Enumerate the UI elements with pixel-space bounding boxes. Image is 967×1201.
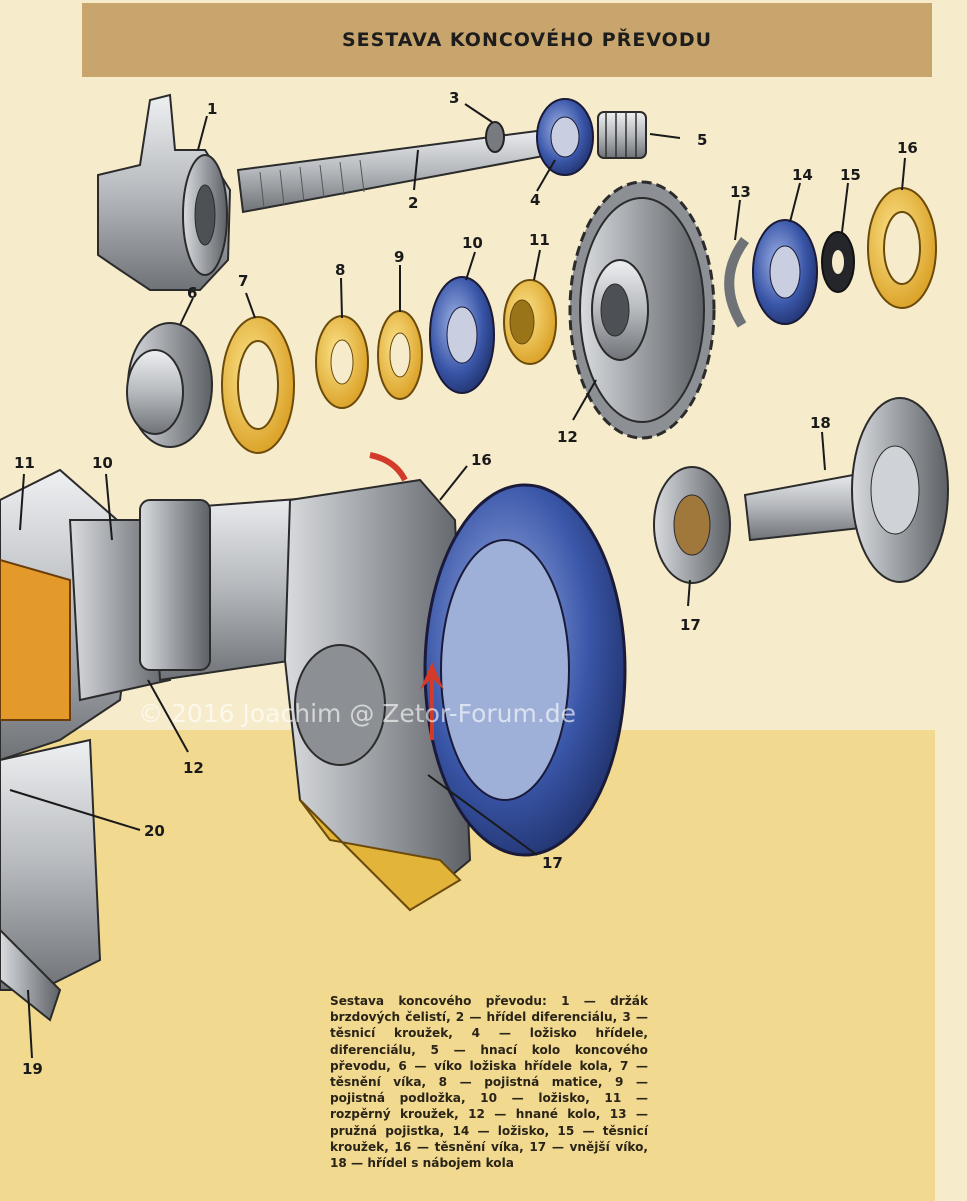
callout-4: 4 [530, 191, 540, 209]
callout-11: 11 [529, 231, 550, 249]
callout-16-assembly: 16 [471, 451, 492, 469]
part-2-differential-shaft [236, 126, 567, 214]
callout-6: 6 [187, 284, 197, 302]
part-15-seal-ring [821, 231, 855, 293]
part-5-drive-pinion [597, 111, 647, 159]
copyright-watermark: © 2016 Joachim @ Zetor-Forum.de [138, 699, 577, 728]
callout-3: 3 [449, 89, 459, 107]
part-1-brake-shoe-holder [97, 93, 232, 291]
callout-20: 20 [144, 822, 165, 840]
part-17-outer-cover [653, 466, 731, 584]
part-12-driven-gear [568, 180, 716, 440]
callout-13: 13 [730, 183, 751, 201]
part-3-seal-ring [485, 121, 505, 153]
page-title: SESTAVA KONCOVÉHO PŘEVODU [341, 29, 713, 51]
callout-11-assembly: 11 [14, 454, 35, 472]
callout-10-assembly: 10 [92, 454, 113, 472]
part-16-cover-gasket [867, 187, 937, 309]
callout-8: 8 [335, 261, 345, 279]
callout-10: 10 [462, 234, 483, 252]
callout-18: 18 [810, 414, 831, 432]
callout-labels: 1 2 3 4 5 6 7 8 9 10 11 12 13 14 15 16 1… [14, 89, 918, 1078]
callout-2: 2 [408, 194, 418, 212]
part-6-bearing-cover [126, 322, 213, 448]
part-9-lock-washer [377, 310, 423, 400]
callout-17-assembly: 17 [542, 854, 563, 872]
callout-16: 16 [897, 139, 918, 157]
part-8-lock-nut [315, 315, 369, 409]
part-7-cover-gasket [221, 316, 295, 454]
part-18-shaft-with-hub [743, 397, 949, 583]
callout-17: 17 [680, 616, 701, 634]
part-13-snap-ring [724, 237, 750, 328]
part-14-bearing [752, 219, 818, 325]
callout-7: 7 [238, 272, 248, 290]
callout-19: 19 [22, 1060, 43, 1078]
title-bar: SESTAVA KONCOVÉHO PŘEVODU [82, 3, 932, 77]
assembled-final-drive [0, 452, 627, 1022]
part-11-spacer-ring [503, 279, 557, 365]
callout-12-assembly: 12 [183, 759, 204, 777]
callout-9: 9 [394, 248, 404, 266]
leader-lines [9, 103, 906, 1059]
legend-caption: Sestava koncového převodu: 1 — držák brz… [330, 994, 648, 1171]
callout-12: 12 [557, 428, 578, 446]
callout-5: 5 [697, 131, 707, 149]
part-4-bearing [536, 98, 594, 176]
callout-1: 1 [207, 100, 217, 118]
callout-14: 14 [792, 166, 813, 184]
callout-15: 15 [840, 166, 861, 184]
part-10-bearing [429, 276, 495, 394]
